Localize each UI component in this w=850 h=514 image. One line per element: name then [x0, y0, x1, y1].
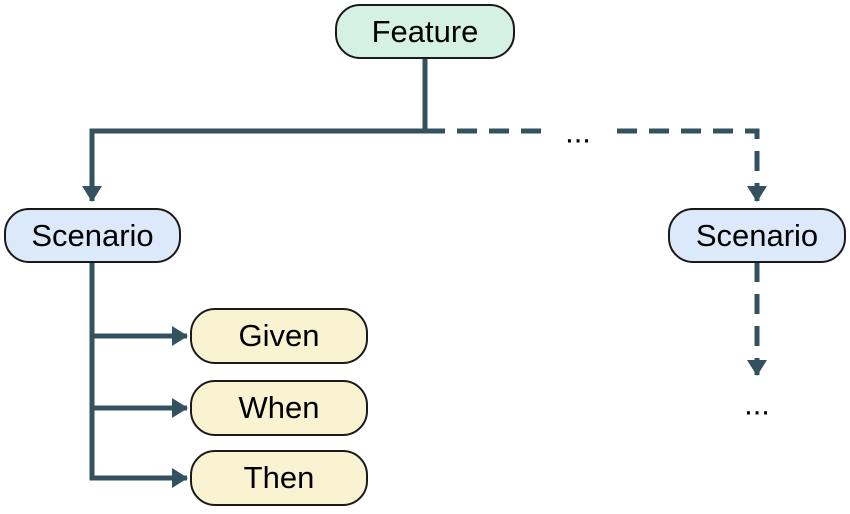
ellipsis-more-scenarios-label: ...: [547, 112, 609, 152]
node-then-label: Then: [243, 460, 315, 495]
ellipsis-more-steps-label: ...: [744, 386, 770, 422]
node-scenario-right: Scenario: [668, 208, 846, 263]
edge-feature-to-scenario-left: [82, 58, 428, 202]
node-scenario-right-label: Scenario: [695, 217, 819, 253]
node-feature-label: Feature: [371, 13, 479, 49]
node-then: Then: [190, 450, 368, 506]
node-when-label: When: [238, 390, 320, 425]
node-feature: Feature: [335, 4, 515, 59]
node-when: When: [190, 380, 368, 436]
node-given: Given: [190, 308, 368, 364]
edge-scenario-left-to-when: [89, 336, 188, 418]
edge-feature-to-scenario-right: [425, 128, 767, 202]
edge-scenario-left-to-then: [89, 408, 188, 488]
node-given-label: Given: [238, 318, 320, 353]
edge-scenario-left-to-given: [89, 262, 188, 346]
node-scenario-left-label: Scenario: [31, 217, 154, 253]
node-scenario-left: Scenario: [4, 208, 181, 263]
